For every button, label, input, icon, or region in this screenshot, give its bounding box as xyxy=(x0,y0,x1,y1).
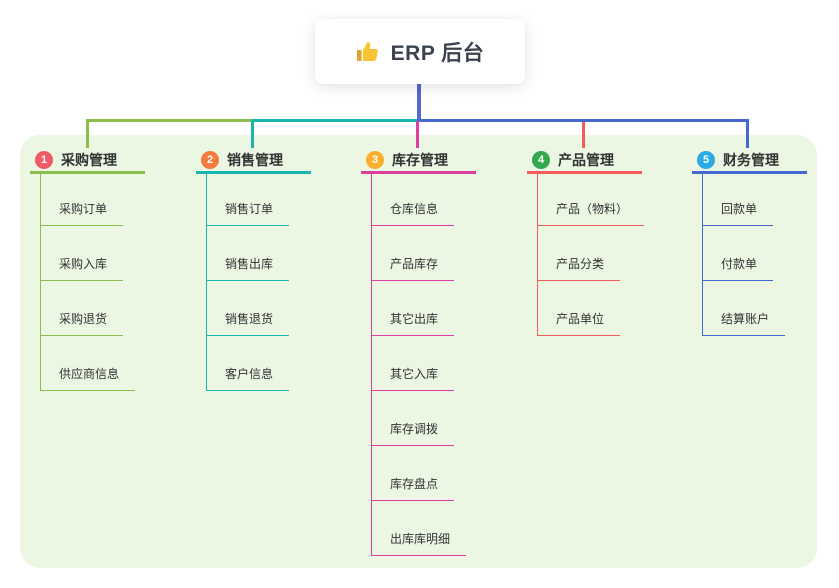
branch-items: 回款单 付款单 结算账户 xyxy=(702,174,807,336)
branch-item[interactable]: 产品库存 xyxy=(372,226,455,281)
branch-item[interactable]: 销售出库 xyxy=(207,226,290,281)
branch-item[interactable]: 产品（物料） xyxy=(538,174,645,226)
root-node-title: ERP 后台 xyxy=(390,41,485,65)
branch-item[interactable]: 付款单 xyxy=(703,226,774,281)
branch-item[interactable]: 采购退货 xyxy=(41,281,124,336)
branch-title: 库存管理 xyxy=(392,151,448,168)
branch-item[interactable]: 其它出库 xyxy=(372,281,455,336)
branch-header-inventory[interactable]: 3 库存管理 xyxy=(361,148,476,174)
branch-index-badge: 2 xyxy=(201,150,219,169)
connector-drop-branch-5 xyxy=(746,119,749,148)
branch-item[interactable]: 产品分类 xyxy=(538,226,621,281)
branch-title: 销售管理 xyxy=(227,151,283,168)
branch-item[interactable]: 结算账户 xyxy=(703,281,786,336)
mindmap-panel xyxy=(20,135,817,568)
branch-header-finance[interactable]: 5 财务管理 xyxy=(692,148,807,174)
branch-finance: 5 财务管理 回款单 付款单 结算账户 xyxy=(692,148,807,336)
connector-bus-branch-5 xyxy=(419,119,749,122)
branch-header-sales[interactable]: 2 销售管理 xyxy=(196,148,311,174)
connector-root-line xyxy=(417,84,421,121)
branch-title: 产品管理 xyxy=(558,151,614,168)
branch-item[interactable]: 销售退货 xyxy=(207,281,290,336)
branch-item[interactable]: 回款单 xyxy=(703,174,774,226)
branch-product: 4 产品管理 产品（物料） 产品分类 产品单位 xyxy=(527,148,645,336)
connector-bus-branch-2 xyxy=(251,119,419,122)
branch-items: 仓库信息 产品库存 其它出库 其它入库 库存调拨 库存盘点 出库库明细 xyxy=(371,174,476,556)
branch-item[interactable]: 库存调拨 xyxy=(372,391,455,446)
branch-item[interactable]: 出库库明细 xyxy=(372,501,467,556)
branch-item[interactable]: 其它入库 xyxy=(372,336,455,391)
branch-title: 采购管理 xyxy=(61,151,117,168)
connector-drop-branch-1 xyxy=(86,119,89,148)
thumbs-up-icon xyxy=(356,40,380,64)
branch-item[interactable]: 供应商信息 xyxy=(41,336,136,391)
branch-index-badge: 1 xyxy=(35,150,53,169)
branch-item[interactable]: 产品单位 xyxy=(538,281,621,336)
branch-index-badge: 4 xyxy=(532,150,550,169)
connector-drop-branch-4 xyxy=(582,119,585,148)
branch-purchase: 1 采购管理 采购订单 采购入库 采购退货 供应商信息 xyxy=(30,148,145,391)
branch-item[interactable]: 采购入库 xyxy=(41,226,124,281)
root-node-erp[interactable]: ERP 后台 xyxy=(315,19,525,84)
branch-item[interactable]: 采购订单 xyxy=(41,174,124,226)
branch-item[interactable]: 仓库信息 xyxy=(372,174,455,226)
branch-index-badge: 3 xyxy=(366,150,384,169)
branch-item[interactable]: 库存盘点 xyxy=(372,446,455,501)
connector-drop-branch-2 xyxy=(251,119,254,148)
branch-items: 采购订单 采购入库 采购退货 供应商信息 xyxy=(40,174,145,391)
branch-items: 产品（物料） 产品分类 产品单位 xyxy=(537,174,645,336)
branch-sales: 2 销售管理 销售订单 销售出库 销售退货 客户信息 xyxy=(196,148,311,391)
branch-index-badge: 5 xyxy=(697,150,715,169)
branch-title: 财务管理 xyxy=(723,151,779,168)
branch-header-product[interactable]: 4 产品管理 xyxy=(527,148,642,174)
branch-inventory: 3 库存管理 仓库信息 产品库存 其它出库 其它入库 库存调拨 库存盘点 出库库… xyxy=(361,148,476,556)
branch-header-purchase[interactable]: 1 采购管理 xyxy=(30,148,145,174)
branch-item[interactable]: 客户信息 xyxy=(207,336,290,391)
branch-items: 销售订单 销售出库 销售退货 客户信息 xyxy=(206,174,311,391)
branch-item[interactable]: 销售订单 xyxy=(207,174,290,226)
connector-drop-branch-3 xyxy=(416,121,419,148)
